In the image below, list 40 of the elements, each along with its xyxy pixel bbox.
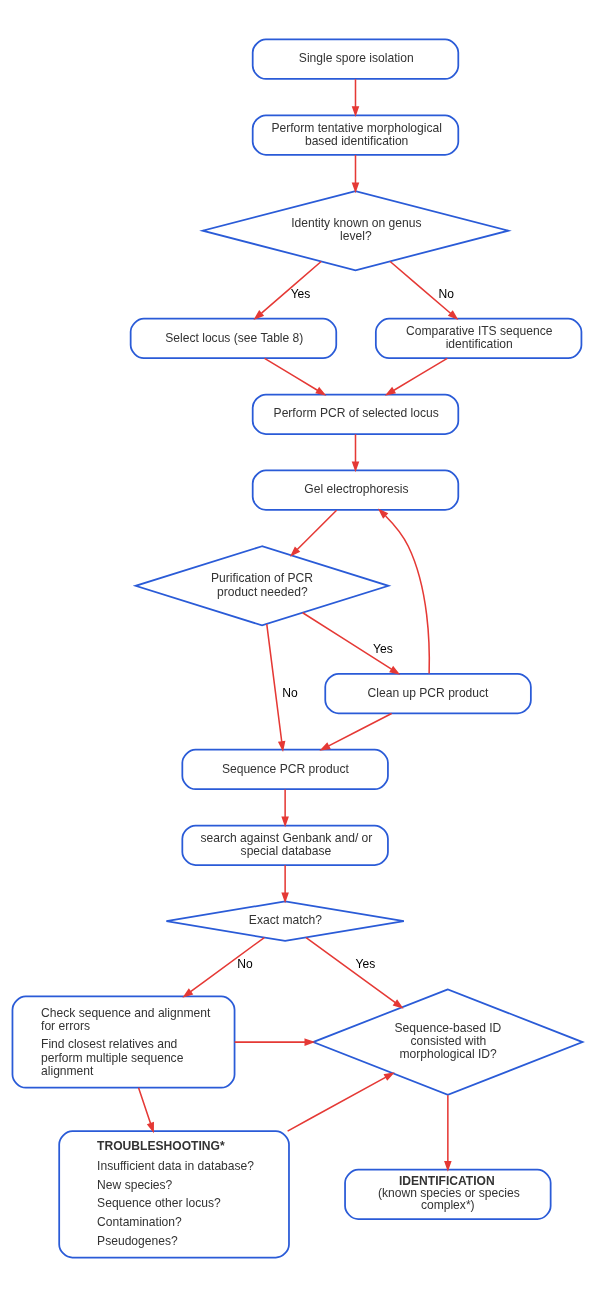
node-box: search against Genbank and/ or special database	[181, 824, 389, 866]
arrow	[384, 357, 448, 396]
arrow	[233, 1038, 316, 1046]
arrow	[319, 712, 393, 751]
node-box: Select locus (see Table 8)	[129, 317, 338, 360]
node-box: Check sequence and alignment for errors Find closest relatives and perform multiple sequence alignment	[11, 995, 236, 1089]
node-box: Perform tentative morphological based identification	[251, 114, 460, 156]
node-box: Comparative ITS sequence identification	[374, 317, 583, 360]
arrow	[351, 433, 360, 473]
node-box: Perform PCR of selected locus	[251, 393, 460, 435]
node-box: Gel electrophoresis	[251, 469, 460, 511]
arrow	[301, 612, 401, 675]
node-box: IDENTIFICATION (known species or species complex*)	[344, 1168, 552, 1220]
arrow	[351, 154, 360, 194]
arrow	[377, 508, 431, 675]
arrow	[263, 357, 327, 396]
arrow	[305, 936, 404, 1009]
arrow	[253, 260, 322, 321]
arrow	[289, 509, 338, 557]
arrow	[351, 78, 360, 118]
arrow	[182, 936, 266, 998]
arrow	[389, 260, 459, 321]
edge-label: No	[438, 286, 454, 301]
edge-label: No	[237, 957, 253, 972]
node-diamond: Exact match?	[165, 900, 405, 942]
edge-label: Yes	[355, 957, 376, 972]
node-box: Sequence PCR product	[181, 748, 389, 791]
arrow	[286, 1072, 395, 1132]
arrow	[137, 1087, 154, 1134]
node-box: TROUBLESHOOTING* Insufficient data in database? New species? Sequence other locus? Contamination? Pseudogenes?	[58, 1130, 290, 1259]
arrow	[281, 788, 289, 828]
edge-label: Yes	[290, 286, 311, 301]
arrow	[281, 864, 289, 904]
node-box: Single spore isolation	[251, 38, 460, 80]
node-diamond: Identity known on genus level?	[199, 190, 512, 272]
arrow	[266, 623, 286, 752]
arrow	[444, 1094, 452, 1172]
edge-label: Yes	[373, 641, 393, 656]
edge-label: No	[282, 685, 298, 700]
node-box: Clean up PCR product	[324, 672, 532, 715]
